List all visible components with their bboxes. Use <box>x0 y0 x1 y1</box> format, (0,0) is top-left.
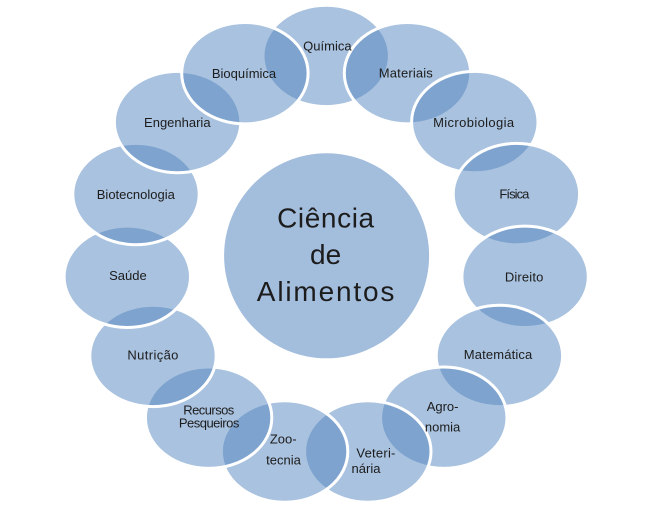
svg-text:Matemática: Matemática <box>464 347 533 362</box>
svg-text:tecnia: tecnia <box>266 453 301 468</box>
svg-text:Biotecnologia: Biotecnologia <box>97 187 176 202</box>
svg-text:Alimentos: Alimentos <box>257 276 395 307</box>
svg-text:Microbiologia: Microbiologia <box>433 115 515 130</box>
svg-text:Agro-: Agro- <box>427 399 459 414</box>
svg-text:Zoo-: Zoo- <box>270 431 297 446</box>
svg-text:Saúde: Saúde <box>109 268 147 283</box>
svg-text:nomia: nomia <box>425 420 461 435</box>
svg-text:Engenharia: Engenharia <box>144 115 211 130</box>
svg-text:nária: nária <box>352 461 382 476</box>
svg-text:Materiais: Materiais <box>379 65 434 80</box>
svg-text:Nutrição: Nutrição <box>127 348 178 363</box>
svg-text:de: de <box>310 239 341 270</box>
svg-text:Química: Química <box>303 38 352 53</box>
svg-text:Pesqueiros: Pesqueiros <box>179 416 240 431</box>
svg-text:Direito: Direito <box>505 269 544 284</box>
svg-text:Bioquímica: Bioquímica <box>212 66 277 81</box>
svg-text:Ciência: Ciência <box>277 203 374 234</box>
svg-text:Física: Física <box>499 187 530 202</box>
svg-text:Recursos: Recursos <box>183 403 235 418</box>
svg-text:Veteri-: Veteri- <box>356 445 395 460</box>
